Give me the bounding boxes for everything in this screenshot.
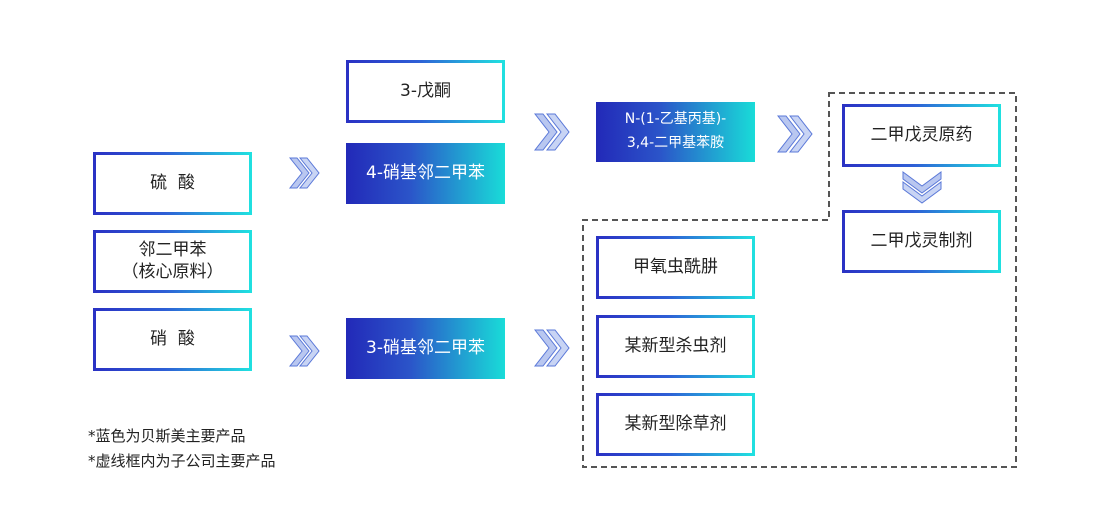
arrow-right-icon (288, 335, 320, 367)
o-xylene-label: 邻二甲苯 (138, 240, 207, 261)
arrow-right-icon (533, 113, 570, 151)
amine-intermediate-line1: N-(1-乙基丙基)- (624, 111, 727, 128)
pendimethalin-api-box: 二甲戊灵原药 (842, 104, 1001, 167)
footnote-dashed: *虚线框内为子公司主要产品 (88, 452, 276, 470)
footnotes: *蓝色为贝斯美主要产品 *虚线框内为子公司主要产品 (88, 424, 276, 474)
pendimethalin-api-label: 二甲戊灵原药 (870, 124, 973, 145)
o-xylene-sublabel: （核心原料） (121, 261, 224, 282)
pendimethalin-formulation-box: 二甲戊灵制剂 (842, 210, 1001, 273)
amine-intermediate-line2: 3,4-二甲基苯胺 (626, 135, 725, 151)
o-xylene-box: 邻二甲苯 （核心原料） (93, 230, 252, 293)
new-herbicide-label: 某新型除草剂 (624, 413, 727, 434)
arrow-right-icon (288, 157, 320, 189)
3-pentanone-label: 3-戊酮 (400, 80, 451, 101)
nitric-acid-box: 硝 酸 (93, 308, 252, 371)
new-insecticide-label: 某新型杀虫剂 (624, 335, 727, 356)
arrow-down-icon (902, 171, 942, 204)
3-nitro-o-xylene-box: 3-硝基邻二甲苯 (346, 318, 505, 379)
nitric-acid-label: 硝 酸 (150, 328, 195, 349)
3-pentanone-box: 3-戊酮 (346, 60, 505, 123)
footnote-blue: *蓝色为贝斯美主要产品 (88, 427, 246, 445)
sulfuric-acid-box: 硫 酸 (93, 152, 252, 215)
4-nitro-o-xylene-label: 4-硝基邻二甲苯 (366, 162, 485, 183)
arrow-right-icon (776, 115, 813, 153)
new-herbicide-box: 某新型除草剂 (596, 393, 755, 456)
methoxyfenozide-label: 甲氧虫酰肼 (633, 256, 718, 277)
3-nitro-o-xylene-label: 3-硝基邻二甲苯 (366, 337, 485, 358)
methoxyfenozide-box: 甲氧虫酰肼 (596, 236, 755, 299)
arrow-right-icon (533, 329, 570, 367)
4-nitro-o-xylene-box: 4-硝基邻二甲苯 (346, 143, 505, 204)
new-insecticide-box: 某新型杀虫剂 (596, 315, 755, 378)
sulfuric-acid-label: 硫 酸 (150, 172, 195, 193)
pendimethalin-formulation-label: 二甲戊灵制剂 (870, 230, 973, 251)
amine-intermediate-box: N-(1-乙基丙基)- 3,4-二甲基苯胺 (596, 102, 755, 162)
